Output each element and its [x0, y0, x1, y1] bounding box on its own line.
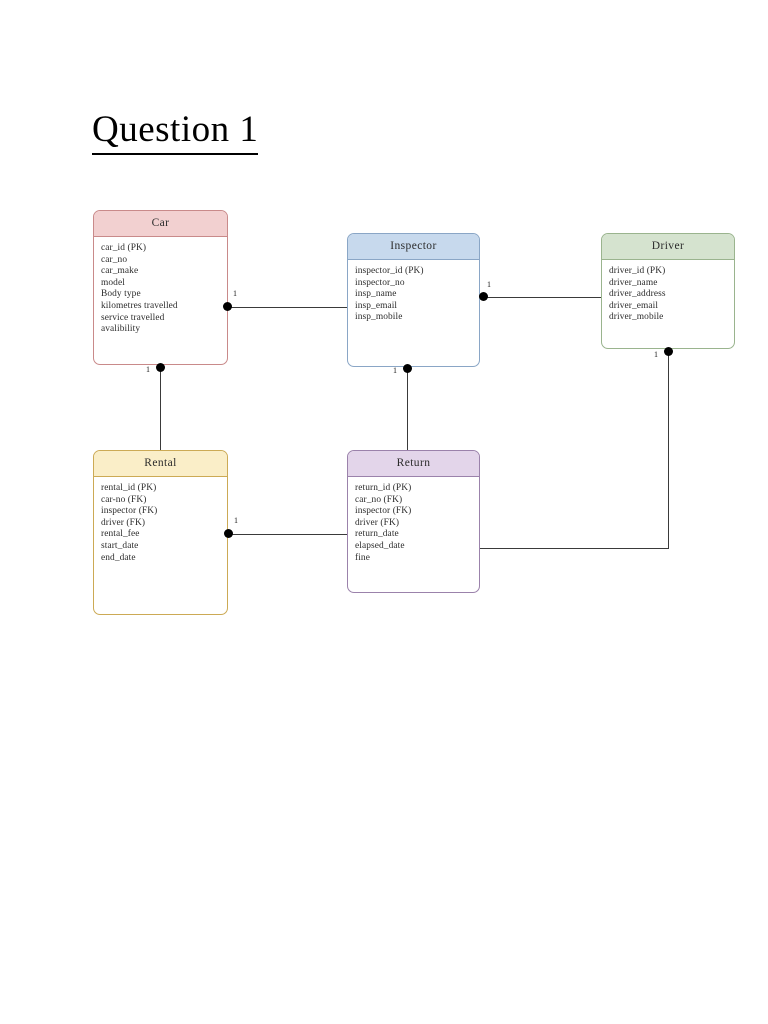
attribute-row: inspector (FK): [355, 506, 412, 517]
attribute-row: Body type: [101, 289, 141, 300]
relationship-line-car-rental: [160, 365, 162, 450]
attribute-row: car_no: [101, 254, 128, 265]
attribute-row: kilometres travelled: [101, 300, 178, 311]
relationship-line-driver-return-vertical: [668, 349, 670, 549]
cardinality-label-car-inspector: 1: [233, 289, 237, 298]
entity-inspector[interactable]: Inspector inspector_id (PK) inspector_no…: [347, 233, 480, 367]
attribute-row: fine: [355, 552, 370, 563]
entity-car-title: Car: [94, 211, 227, 237]
cardinality-label-rental-return: 1: [234, 516, 238, 525]
attribute-row: driver_email: [609, 300, 659, 311]
attribute-row: driver (FK): [101, 517, 146, 528]
attribute-row: insp_name: [355, 289, 397, 300]
entity-driver-title: Driver: [602, 234, 734, 260]
page-title: Question 1: [92, 108, 259, 155]
entity-car-attributes: car_id (PK) car_no car_make model Body t…: [94, 237, 227, 340]
relationship-line-inspector-return: [407, 367, 409, 450]
entity-rental-attributes: rental_id (PK) car-no (FK) inspector (FK…: [94, 477, 227, 568]
attribute-row: start_date: [101, 540, 139, 551]
attribute-row: insp_mobile: [355, 312, 403, 323]
cardinality-label-inspector-driver: 1: [487, 280, 491, 289]
attribute-row: model: [101, 277, 125, 288]
entity-inspector-attributes: inspector_id (PK) inspector_no insp_name…: [348, 260, 479, 328]
attribute-row: inspector (FK): [101, 506, 158, 517]
attribute-row: inspector_id (PK): [355, 266, 424, 276]
attribute-row: inspector_no: [355, 277, 405, 288]
entity-inspector-title: Inspector: [348, 234, 479, 260]
relationship-endpoint-inspector-return: [403, 364, 412, 373]
relationship-endpoint-car-rental: [156, 363, 165, 372]
entity-driver[interactable]: Driver driver_id (PK) driver_name driver…: [601, 233, 735, 349]
attribute-row: driver_name: [609, 277, 658, 288]
attribute-row: driver_id (PK): [609, 266, 666, 276]
attribute-row: end_date: [101, 552, 136, 563]
attribute-row: avalibility: [101, 324, 141, 335]
entity-return-attributes: return_id (PK) car_no (FK) inspector (FK…: [348, 477, 479, 568]
relationship-line-inspector-driver: [480, 296, 601, 298]
relationship-endpoint-inspector-driver: [479, 292, 488, 301]
attribute-row: driver_address: [609, 289, 666, 300]
attribute-row: return_date: [355, 529, 399, 540]
cardinality-label-driver-return: 1: [654, 350, 658, 359]
cardinality-label-car-rental: 1: [146, 365, 150, 374]
relationship-endpoint-driver-return: [664, 347, 673, 356]
entity-rental-title: Rental: [94, 451, 227, 477]
attribute-row: rental_fee: [101, 529, 140, 540]
relationship-endpoint-rental-return: [224, 529, 233, 538]
attribute-row: return_id (PK): [355, 483, 412, 493]
relationship-endpoint-car-inspector: [223, 302, 232, 311]
relationship-line-driver-return-horizontal: [480, 548, 669, 550]
entity-rental[interactable]: Rental rental_id (PK) car-no (FK) inspec…: [93, 450, 228, 615]
relationship-line-rental-return: [228, 533, 347, 535]
attribute-row: rental_id (PK): [101, 483, 157, 493]
relationship-line-car-inspector: [228, 306, 347, 308]
entity-car[interactable]: Car car_id (PK) car_no car_make model Bo…: [93, 210, 228, 365]
entity-driver-attributes: driver_id (PK) driver_name driver_addres…: [602, 260, 734, 328]
entity-return-title: Return: [348, 451, 479, 477]
entity-return[interactable]: Return return_id (PK) car_no (FK) inspec…: [347, 450, 480, 593]
attribute-row: insp_email: [355, 300, 398, 311]
attribute-row: car_no (FK): [355, 494, 403, 505]
attribute-row: car_make: [101, 266, 139, 277]
attribute-row: car-no (FK): [101, 494, 147, 505]
attribute-row: service travelled: [101, 312, 165, 323]
attribute-row: driver (FK): [355, 517, 400, 528]
attribute-row: car_id (PK): [101, 243, 147, 253]
attribute-row: elapsed_date: [355, 540, 405, 551]
attribute-row: driver_mobile: [609, 312, 664, 323]
cardinality-label-inspector-return: 1: [393, 366, 397, 375]
